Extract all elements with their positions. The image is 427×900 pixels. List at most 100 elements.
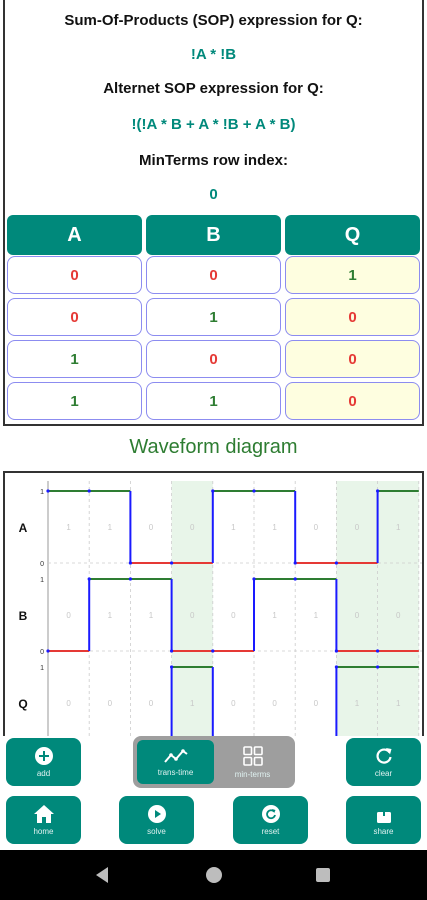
level-high-label: 1: [40, 489, 44, 496]
bit-value-label: 1: [108, 523, 113, 532]
recents-icon[interactable]: [316, 868, 330, 882]
home-label: home: [33, 827, 54, 836]
share-icon: [376, 804, 391, 823]
refresh-icon: [375, 748, 392, 764]
sample-dot: [376, 665, 380, 669]
solve-button[interactable]: solve: [119, 796, 194, 844]
add-button[interactable]: add: [6, 738, 81, 786]
reset-label: reset: [261, 827, 280, 836]
bit-value-label: 1: [396, 523, 401, 532]
reset-button[interactable]: reset: [233, 796, 308, 844]
sample-dot: [252, 489, 256, 493]
share-label: share: [373, 827, 394, 836]
nav-icons: [96, 867, 330, 883]
table-cell-b[interactable]: 0: [146, 340, 281, 378]
column-header-a: A: [7, 215, 142, 255]
trans-time-label: trans-time: [157, 768, 194, 777]
expression-panel: Sum-Of-Products (SOP) expression for Q: …: [3, 0, 424, 426]
sample-dot: [170, 649, 174, 653]
signal-name-label: A: [19, 521, 28, 535]
sample-dot: [128, 577, 132, 581]
bit-value-label: 1: [231, 523, 236, 532]
column-header-b: B: [146, 215, 281, 255]
bit-value-label: 0: [314, 523, 319, 532]
min-terms-label: min-terms: [234, 770, 271, 779]
bit-value-label: 1: [272, 611, 277, 620]
highlight-column: [171, 481, 213, 736]
clear-button[interactable]: clear: [346, 738, 421, 786]
play-circle-icon: [147, 805, 166, 823]
signal-name-label: Q: [18, 697, 27, 711]
bit-value-label: 1: [108, 611, 113, 620]
sample-dot: [211, 489, 215, 493]
sample-dot: [170, 665, 174, 669]
table-cell-q: 1: [285, 256, 420, 294]
table-cell-a[interactable]: 0: [7, 256, 142, 294]
home-icon: [33, 805, 54, 823]
bit-value-label: 0: [149, 523, 154, 532]
bit-value-label: 0: [190, 611, 195, 620]
table-cell-q: 0: [285, 382, 420, 420]
grid-view-icon: [242, 746, 263, 766]
bit-value-label: 1: [66, 523, 71, 532]
home-button[interactable]: home: [6, 796, 81, 844]
table-cell-a[interactable]: 1: [7, 382, 142, 420]
signal-name-label: B: [19, 609, 28, 623]
column-header-q: Q: [285, 215, 420, 255]
bit-value-label: 1: [190, 699, 195, 708]
view-toggle-group: trans-time min-terms: [133, 736, 295, 788]
bit-value-label: 0: [355, 611, 360, 620]
sample-dot: [334, 561, 338, 565]
level-low-label: 0: [40, 649, 44, 656]
bit-value-label: 0: [231, 699, 236, 708]
sample-dot: [376, 489, 380, 493]
alt-sop-label: Alternet SOP expression for Q:: [103, 80, 324, 97]
share-button[interactable]: share: [346, 796, 421, 844]
line-chart-icon: [163, 749, 188, 763]
sample-dot: [334, 665, 338, 669]
table-cell-b[interactable]: 1: [146, 382, 281, 420]
table-cell-a[interactable]: 0: [7, 298, 142, 336]
sample-dot: [334, 649, 338, 653]
system-navigation-bar: [0, 850, 427, 900]
sample-dot: [128, 561, 132, 565]
table-cell-q: 0: [285, 340, 420, 378]
solve-label: solve: [147, 827, 166, 836]
sop-label: Sum-Of-Products (SOP) expression for Q:: [64, 12, 363, 29]
minterms-label: MinTerms row index:: [139, 152, 288, 169]
minterms-value: 0: [209, 186, 218, 203]
waveform-title: Waveform diagram: [129, 436, 298, 458]
back-icon[interactable]: [96, 867, 108, 883]
min-terms-toggle[interactable]: min-terms: [214, 740, 291, 784]
waveform-diagram: A10110011001B10011001100Q10000100011: [18, 481, 422, 736]
highlight-column: [377, 481, 419, 736]
sample-dot: [87, 489, 91, 493]
level-high-label: 1: [40, 577, 44, 584]
table-cell-b[interactable]: 0: [146, 256, 281, 294]
add-circle-icon: [34, 747, 53, 765]
bit-value-label: 0: [190, 523, 195, 532]
sample-dot: [376, 649, 380, 653]
table-cell-a[interactable]: 1: [7, 340, 142, 378]
alt-sop-expression: !(!A * B + A * !B + A * B): [131, 116, 296, 133]
trans-time-toggle[interactable]: trans-time: [137, 740, 214, 784]
bit-value-label: 1: [314, 611, 319, 620]
sample-dot: [170, 561, 174, 565]
waveform-panel[interactable]: A10110011001B10011001100Q10000100011: [3, 471, 424, 736]
bit-value-label: 1: [355, 699, 360, 708]
bit-value-label: 0: [396, 611, 401, 620]
bit-value-label: 0: [66, 611, 71, 620]
sample-dot: [211, 649, 215, 653]
sample-dot: [87, 577, 91, 581]
table-cell-b[interactable]: 1: [146, 298, 281, 336]
sample-dot: [252, 577, 256, 581]
bit-value-label: 0: [355, 523, 360, 532]
sample-dot: [46, 649, 50, 653]
home-nav-icon[interactable]: [206, 867, 222, 883]
sample-dot: [46, 489, 50, 493]
bit-value-label: 0: [108, 699, 113, 708]
bit-value-label: 0: [272, 699, 277, 708]
bit-value-label: 0: [149, 699, 154, 708]
clear-label: clear: [374, 769, 393, 778]
